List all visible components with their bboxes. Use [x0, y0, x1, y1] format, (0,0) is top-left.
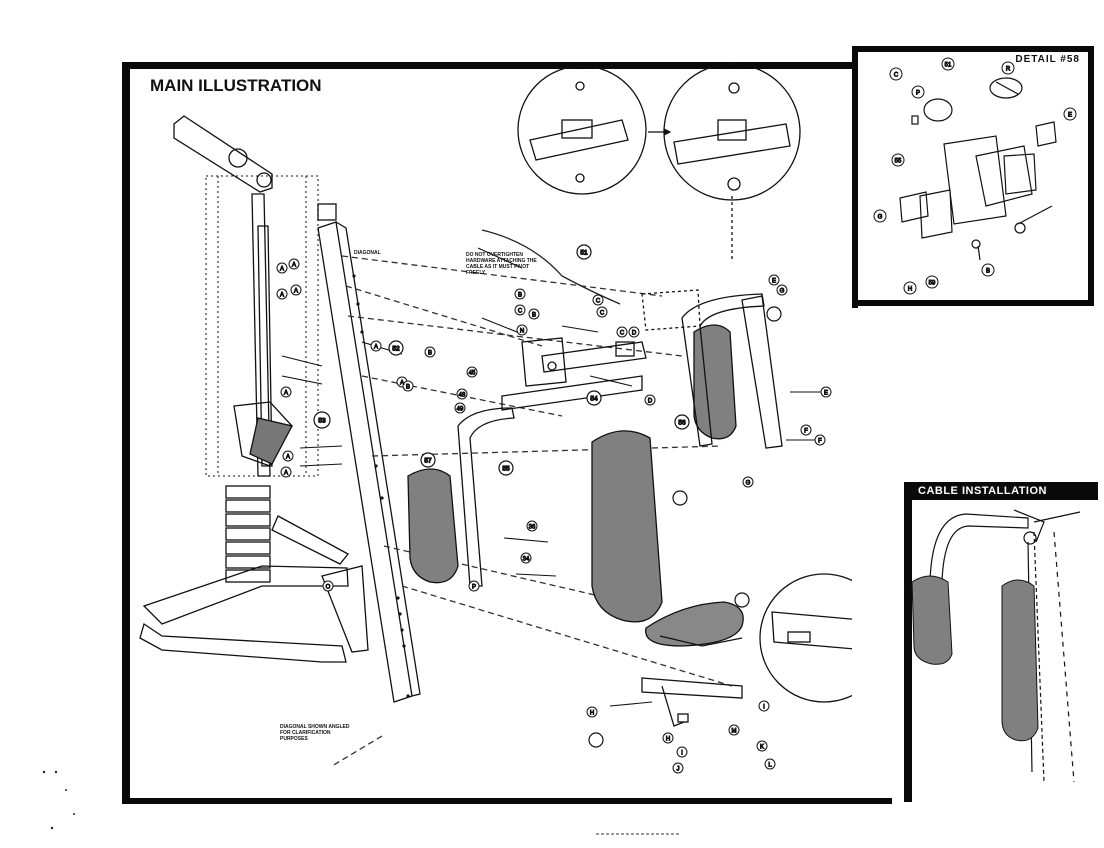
callout-label: P — [472, 584, 476, 590]
callout-label: J — [677, 766, 680, 772]
main-frame-bottom — [122, 798, 892, 804]
main-post — [317, 203, 421, 703]
callout-label: 59 — [929, 280, 936, 286]
callout-label: E — [824, 390, 828, 396]
callout-label: 45 — [469, 370, 476, 376]
back-pad-left — [407, 468, 459, 584]
callout-label: A — [400, 380, 404, 386]
callout-label: B — [406, 384, 410, 390]
pivot-assembly — [501, 337, 647, 411]
callout-label: A — [294, 288, 298, 294]
callout-label: B — [532, 312, 536, 318]
callout-label: C — [894, 72, 899, 78]
callout-label: B — [986, 268, 990, 274]
main-frame-top — [122, 62, 852, 69]
callout-label: H — [666, 736, 670, 742]
callout-label: 57 — [424, 457, 432, 464]
callout-label: 56 — [678, 419, 686, 426]
callout-label: E — [772, 278, 776, 284]
callout-label: E — [1068, 112, 1072, 118]
callout-label: O — [326, 584, 331, 590]
callout-label: A — [292, 262, 296, 268]
callout-label: R — [1006, 66, 1011, 72]
detail-circle-right — [663, 63, 801, 201]
callout-label: A — [374, 344, 378, 350]
callout-label: L — [768, 762, 772, 768]
u-bar-left — [457, 407, 515, 587]
detail-circle-seat — [759, 573, 852, 703]
callout-label: 55 — [502, 465, 510, 472]
back-pad-center — [591, 430, 663, 623]
seat-cushion — [645, 601, 744, 647]
main-illustration-panel: MAIN ILLUSTRATION — [122, 46, 892, 804]
back-pad-right — [693, 324, 737, 440]
callout-label: F — [818, 438, 822, 444]
callout-label: 52 — [392, 345, 400, 352]
callout-label: 34 — [523, 556, 530, 562]
main-frame-right-top — [852, 46, 858, 308]
diagonal-label-top: DIAGONAL — [354, 250, 381, 256]
callout-label: H — [908, 286, 912, 292]
callout-label: P — [916, 90, 920, 96]
callout-label: M — [732, 728, 737, 734]
detail-diagram: C P 51R E 55G 59H B — [873, 57, 1077, 295]
cable-installation-panel: CABLE INSTALLATION — [904, 482, 1098, 802]
weight-plates — [225, 485, 271, 583]
cable-diagram — [911, 509, 1081, 783]
callout-label: B — [428, 350, 432, 356]
callout-label: A — [284, 470, 288, 476]
callout-label: K — [760, 744, 764, 750]
callout-label: 51 — [945, 62, 952, 68]
callout-label: 55 — [895, 158, 902, 164]
callout-label: G — [780, 288, 785, 294]
callout-label: A — [284, 390, 288, 396]
top-pulley-arm — [173, 115, 273, 193]
callout-label: G — [878, 214, 883, 220]
callout-label: A — [286, 454, 290, 460]
detail-title: DETAIL #58 — [1015, 54, 1080, 65]
callout-label: 54 — [590, 395, 598, 402]
cable-pad-left — [911, 575, 953, 665]
hardware-note: DO NOT OVERTIGHTEN HARDWARE ATTACHING TH… — [466, 252, 537, 276]
callout-label: 51 — [580, 249, 588, 256]
callout-label: H — [590, 710, 594, 716]
main-frame-left — [122, 62, 130, 804]
callout-label: G — [746, 480, 751, 486]
callout-label: C — [596, 298, 601, 304]
callout-label: B — [518, 292, 522, 298]
callout-label: A — [280, 292, 284, 298]
callout-label: 49 — [457, 406, 464, 412]
callout-label: D — [632, 330, 637, 336]
callout-label: C — [518, 308, 523, 314]
callout-label: 48 — [459, 392, 466, 398]
callout-label: C — [600, 310, 605, 316]
callout-label: I — [763, 704, 765, 710]
cable-title: CABLE INSTALLATION — [918, 485, 1047, 497]
diagonal-note-bottom: DIAGONAL SHOWN ANGLED FOR CLARIFICATION … — [280, 724, 350, 742]
cable-pad-right — [1001, 579, 1039, 742]
callout-label: 36 — [529, 524, 536, 530]
detail-58-panel: DETAIL #58 — [856, 46, 1094, 308]
callout-label: 53 — [318, 417, 326, 424]
cable — [481, 229, 621, 305]
callout-label: N — [520, 328, 524, 334]
seat-bar — [641, 677, 743, 727]
callout-label: C — [620, 330, 625, 336]
weight-stack — [205, 175, 319, 477]
callout-label: I — [681, 750, 683, 756]
callout-label: A — [280, 266, 284, 272]
callout-label: D — [648, 398, 653, 404]
tower-upright — [251, 193, 271, 477]
base-frame — [142, 565, 349, 625]
main-title: MAIN ILLUSTRATION — [150, 76, 322, 95]
callout-label: F — [804, 428, 808, 434]
detail-circle-left — [517, 65, 647, 195]
exploded-diagram: AAAAAAAAABBBBCCCCDDEEFFGGHHIIJKLMNOP3436… — [139, 63, 852, 774]
